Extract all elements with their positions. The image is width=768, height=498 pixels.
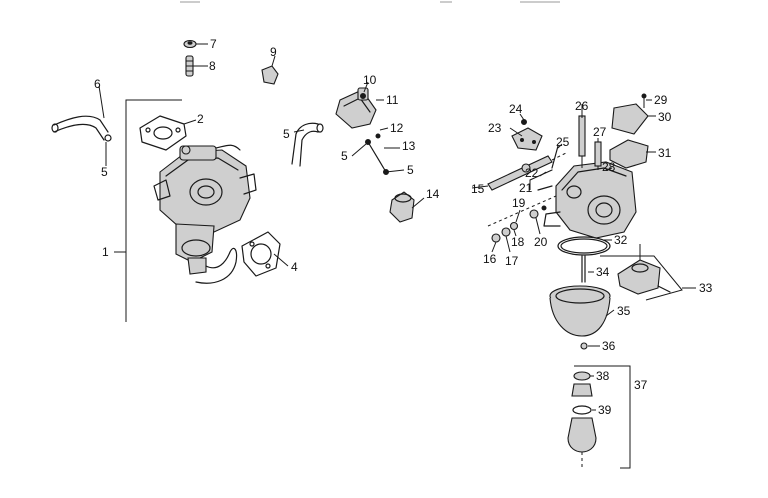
callout-7: 7: [210, 37, 217, 51]
callout-6: 6: [94, 77, 101, 91]
callout-15: 15: [471, 182, 485, 196]
callout-16: 16: [483, 252, 497, 266]
leader-lines: [98, 43, 696, 411]
callout-20: 20: [534, 235, 548, 249]
callout-33: 33: [699, 281, 713, 295]
part-linkage-13: [365, 133, 389, 175]
part-bracket-11: [335, 87, 377, 129]
callout-25: 25: [556, 135, 570, 149]
part-nut-7: [183, 39, 197, 49]
callout-8: 8: [209, 59, 216, 73]
callout-5b: 5: [283, 127, 290, 141]
part-screw-36: [580, 342, 588, 350]
part-gasket-2: [139, 115, 187, 151]
part-gasket-4: [241, 231, 281, 277]
callout-9: 9: [270, 45, 277, 59]
callout-37: 37: [634, 378, 648, 392]
part-screw-24: [521, 119, 527, 125]
callout-14: 14: [426, 187, 440, 201]
callout-19: 19: [512, 196, 526, 210]
callout-1: 1: [102, 245, 109, 259]
callout-4: 4: [291, 260, 298, 274]
callout-5c: 5: [341, 149, 348, 163]
callout-13: 13: [402, 139, 416, 153]
callout-32: 32: [614, 233, 628, 247]
callout-11: 11: [386, 93, 399, 107]
callout-38: 38: [596, 369, 610, 383]
part-pin-34: [581, 255, 586, 283]
part-float-33: [600, 244, 683, 301]
callout-34: 34: [596, 265, 610, 279]
callout-12: 12: [390, 121, 404, 135]
callout-39: 39: [598, 403, 612, 417]
part-float-31: [609, 139, 649, 169]
callout-21: 21: [519, 181, 533, 195]
part-needle-25: [551, 145, 559, 169]
callout-35: 35: [617, 304, 631, 318]
callout-27: 27: [593, 125, 607, 139]
callout-28: 28: [602, 160, 616, 174]
callout-2: 2: [197, 112, 204, 126]
part-stud-8: [185, 55, 194, 77]
callout-18: 18: [511, 235, 525, 249]
callout-17: 17: [505, 254, 519, 268]
part-fuel-hose-left: [51, 115, 112, 142]
callout-22: 22: [525, 166, 539, 180]
callout-26: 26: [575, 99, 589, 113]
callout-23: 23: [488, 121, 502, 135]
part-shaft-15: [487, 151, 569, 191]
part-elbow-9: [261, 65, 279, 85]
callout-5a: 5: [101, 165, 108, 179]
callout-31: 31: [658, 146, 672, 160]
callout-labels: 1 2 4 5 5 5 5 6 7 8 9 10 11 12 13 14 15 …: [94, 37, 713, 417]
part-bowl-35: [549, 285, 611, 337]
callout-36: 36: [602, 339, 616, 353]
callout-5d: 5: [407, 163, 414, 177]
callout-24: 24: [509, 102, 523, 116]
part-hose-middle: [291, 122, 324, 167]
callout-10: 10: [363, 73, 377, 87]
callout-29: 29: [654, 93, 668, 107]
part-cover-30: [611, 93, 649, 135]
part-primer-37: [567, 365, 631, 470]
part-plate-23: [511, 127, 543, 151]
bracket-1: [114, 99, 182, 322]
part-filter-14: [389, 191, 415, 223]
callout-30: 30: [658, 110, 672, 124]
part-oring-32: [557, 236, 611, 256]
part-carburetor-assembly-1: [153, 144, 257, 284]
